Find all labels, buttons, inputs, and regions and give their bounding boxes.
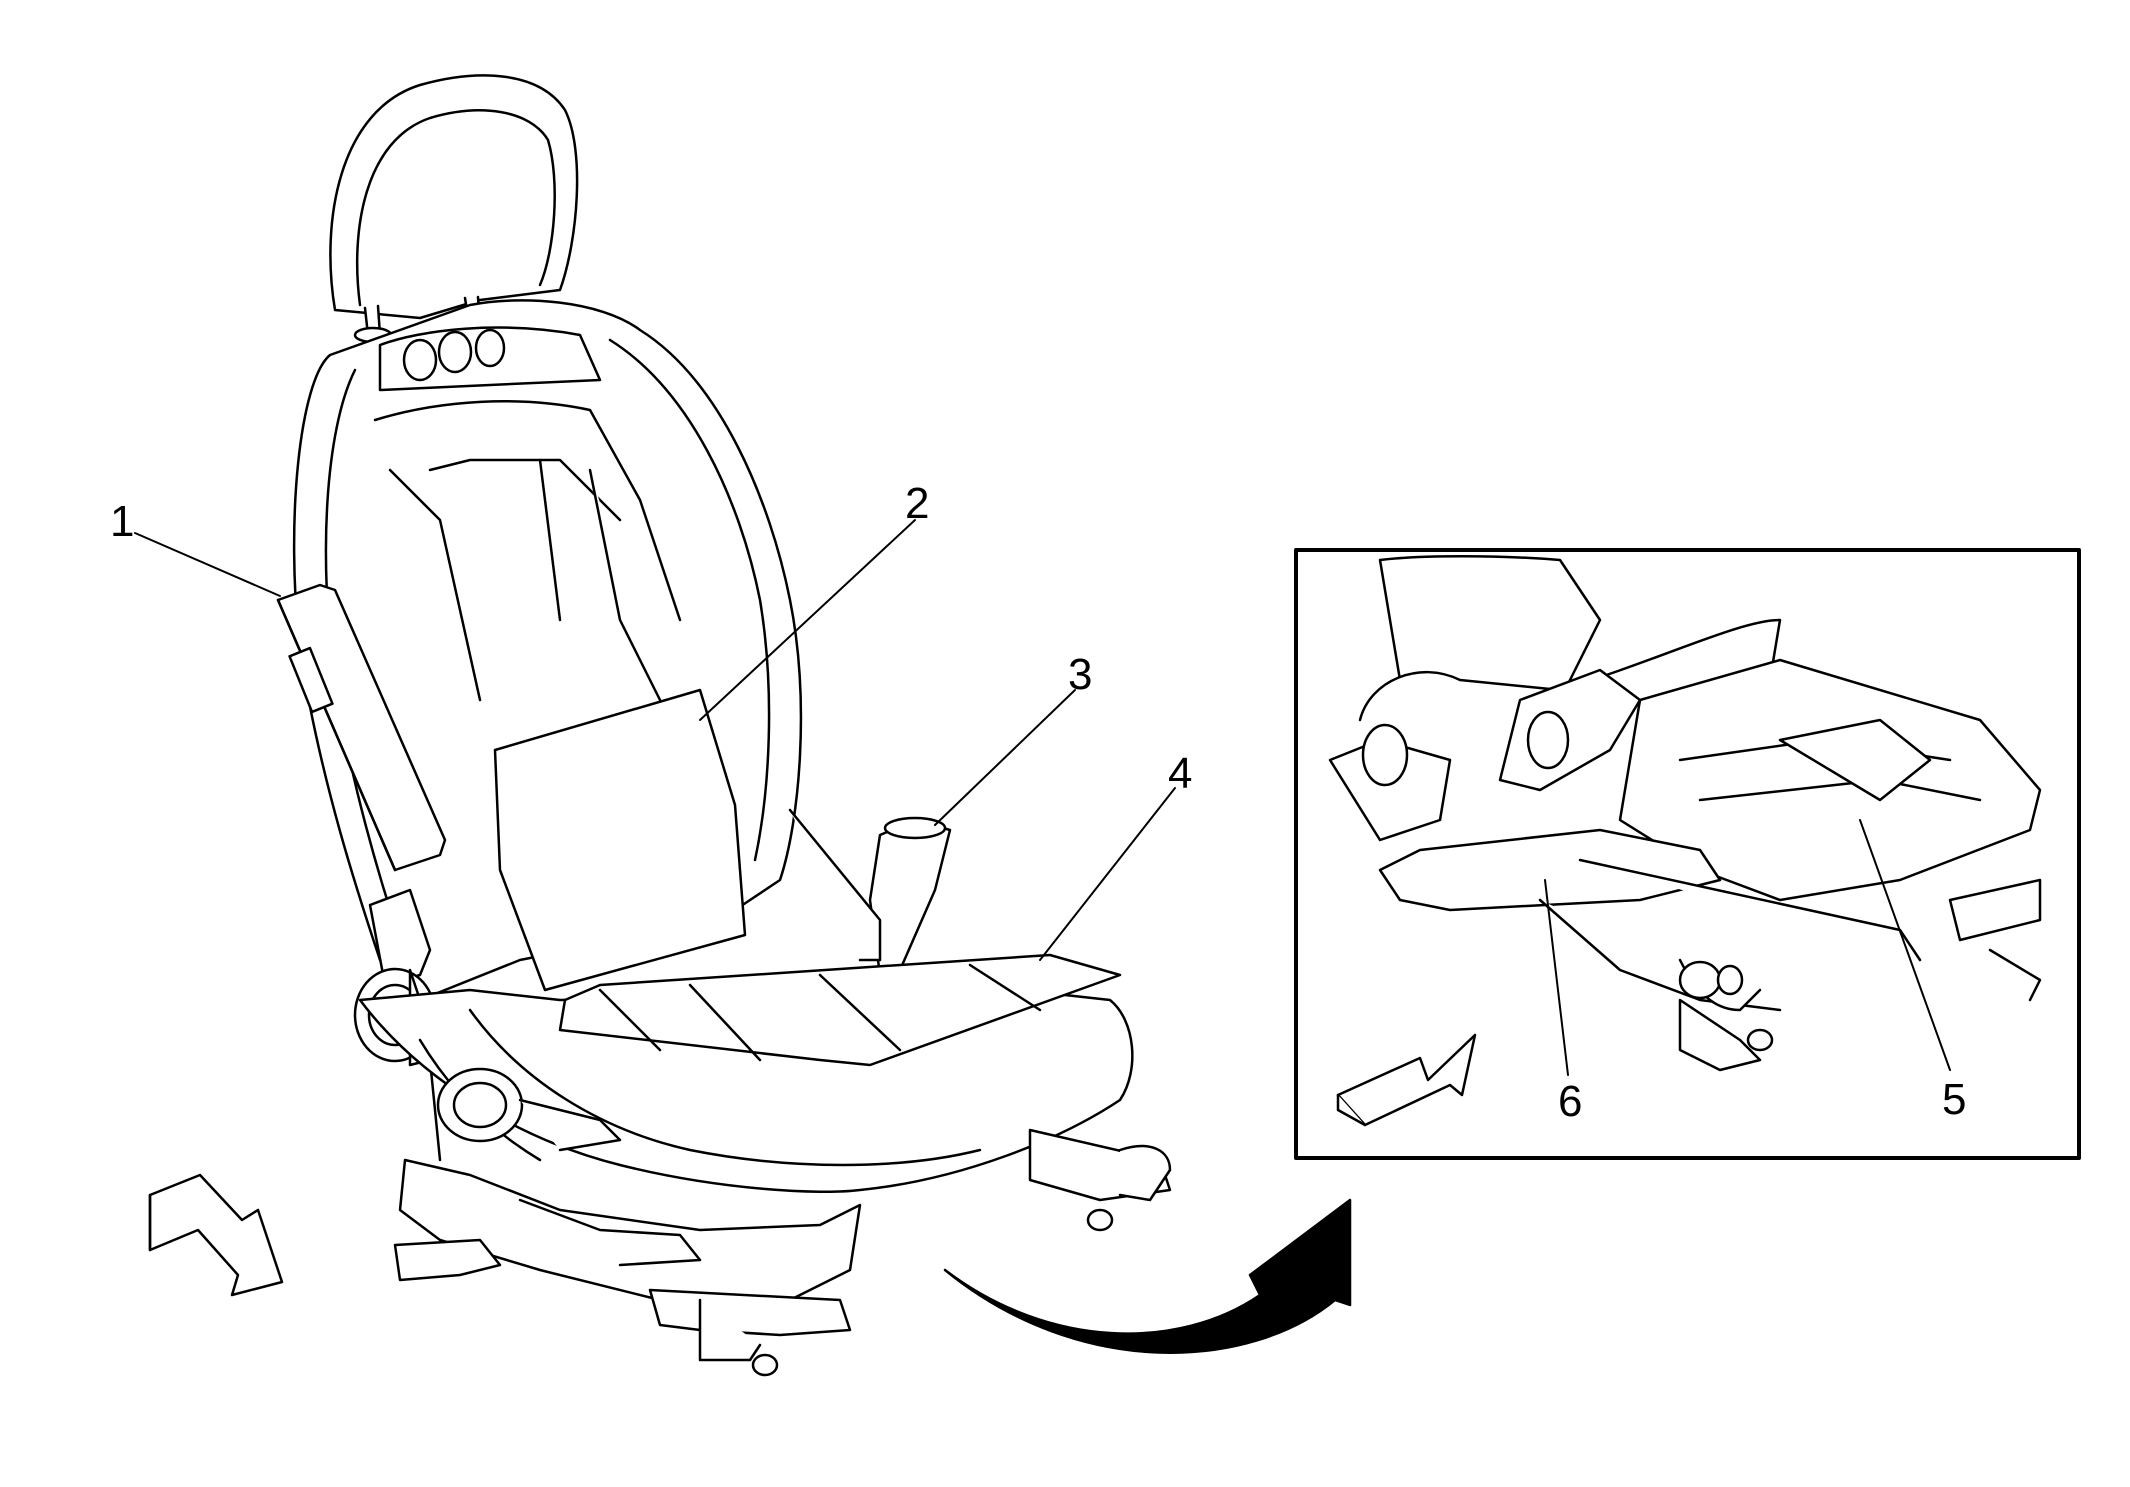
transition-arrow — [945, 1200, 1350, 1353]
callout-2: 2 — [905, 479, 930, 528]
seat-side-trim — [395, 1160, 860, 1300]
side-airbag-module — [278, 585, 445, 870]
callout-5: 5 — [1942, 1075, 1967, 1124]
callout-4: 4 — [1168, 749, 1193, 798]
back-sensor-mat — [495, 690, 745, 990]
inset-detail — [1296, 550, 2079, 1158]
leader-lines — [135, 520, 1950, 1075]
headrest — [330, 75, 577, 342]
callout-6: 6 — [1558, 1077, 1583, 1126]
seat-rails — [650, 1130, 1170, 1375]
front-direction-arrow — [150, 1175, 282, 1295]
callout-3: 3 — [1068, 650, 1093, 699]
callout-1: 1 — [110, 497, 135, 546]
seat-belt-buckle — [790, 810, 950, 975]
cushion-sensor-mat — [560, 955, 1120, 1065]
